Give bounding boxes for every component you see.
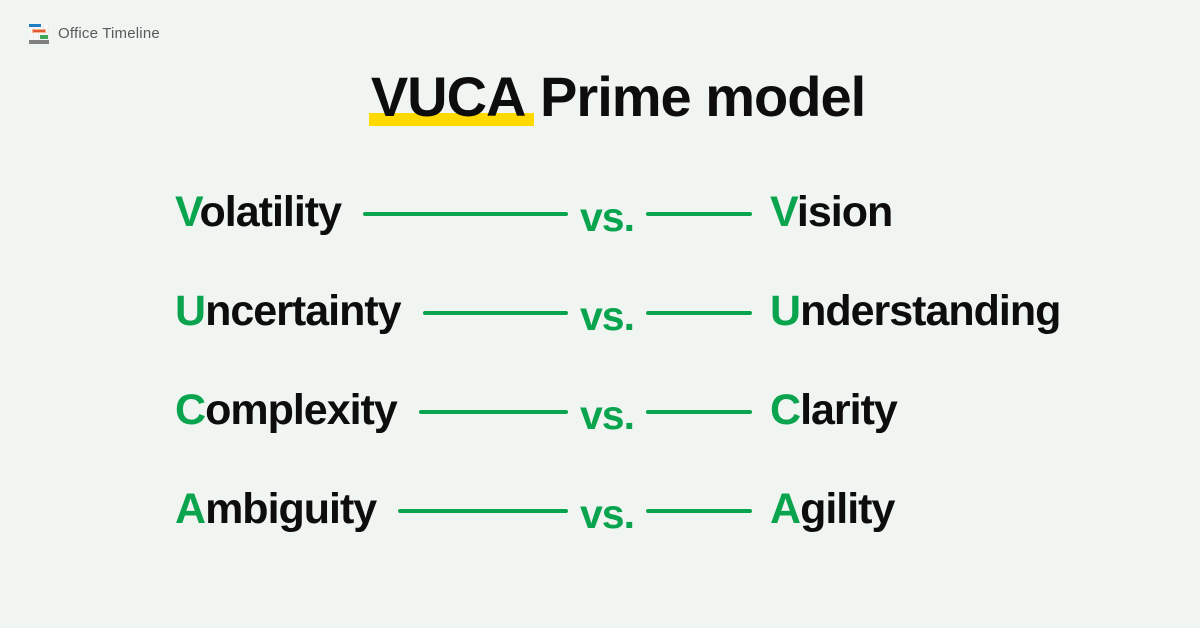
right-term-rest: ision: [796, 187, 893, 236]
left-term: Uncertainty: [175, 286, 402, 336]
vs-label: vs.: [580, 391, 635, 438]
connector-line-right: [646, 509, 752, 513]
connector-line-left: [398, 509, 568, 513]
right-term-rest: gility: [800, 484, 895, 533]
title-rest: Prime model: [525, 65, 866, 128]
comparison-row: Ambiguity vs. Agility: [175, 478, 895, 540]
right-term: Clarity: [770, 385, 898, 435]
left-term: Ambiguity: [175, 484, 377, 534]
vs-label: vs.: [580, 490, 635, 537]
left-term-initial: U: [175, 286, 206, 335]
connector-line-left: [422, 311, 568, 315]
right-term: Vision: [770, 187, 893, 237]
page-title: VUCA Prime model: [0, 64, 1200, 129]
right-term: Understanding: [770, 286, 1061, 336]
connector-line-left: [418, 410, 568, 414]
left-term-rest: olatility: [199, 187, 343, 236]
left-cell: Complexity: [175, 386, 568, 435]
comparison-row: Complexity vs. Clarity: [175, 379, 898, 441]
left-term-rest: omplexity: [205, 385, 398, 434]
gantt-bar-gray: [29, 40, 49, 44]
connector-line-right: [646, 212, 752, 216]
left-term: Volatility: [175, 187, 343, 237]
connector-line-right: [646, 410, 752, 414]
gantt-bar-orange: [32, 29, 46, 33]
comparison-row: Uncertainty vs. Understanding: [175, 280, 1061, 342]
left-term: Complexity: [175, 385, 398, 435]
logo-label: Office Timeline: [58, 25, 160, 42]
left-term-rest: mbiguity: [205, 484, 377, 533]
title-highlighted-word: VUCA: [368, 65, 534, 128]
left-term-rest: ncertainty: [205, 286, 402, 335]
left-term-initial: C: [175, 385, 206, 434]
gantt-bar-green: [40, 35, 48, 39]
vs-label: vs.: [580, 292, 635, 339]
left-cell: Uncertainty: [175, 287, 568, 336]
right-term-initial: V: [770, 187, 798, 236]
left-term-initial: V: [175, 187, 200, 236]
right-term-initial: U: [770, 286, 801, 335]
right-term: Agility: [770, 484, 895, 534]
right-term-initial: C: [770, 385, 801, 434]
connector-line-left: [363, 212, 568, 216]
right-term-initial: A: [770, 484, 801, 533]
left-term-initial: A: [175, 484, 206, 533]
left-cell: Volatility: [175, 188, 568, 237]
vs-label: vs.: [580, 193, 635, 240]
gantt-chart-icon: [29, 23, 49, 44]
office-timeline-logo: Office Timeline: [29, 23, 160, 44]
right-term-rest: larity: [800, 385, 898, 434]
comparison-row: Volatility vs. Vision: [175, 181, 893, 243]
connector-line-right: [646, 311, 752, 315]
left-cell: Ambiguity: [175, 485, 568, 534]
right-term-rest: nderstanding: [800, 286, 1061, 335]
gantt-bar-blue: [29, 24, 41, 27]
